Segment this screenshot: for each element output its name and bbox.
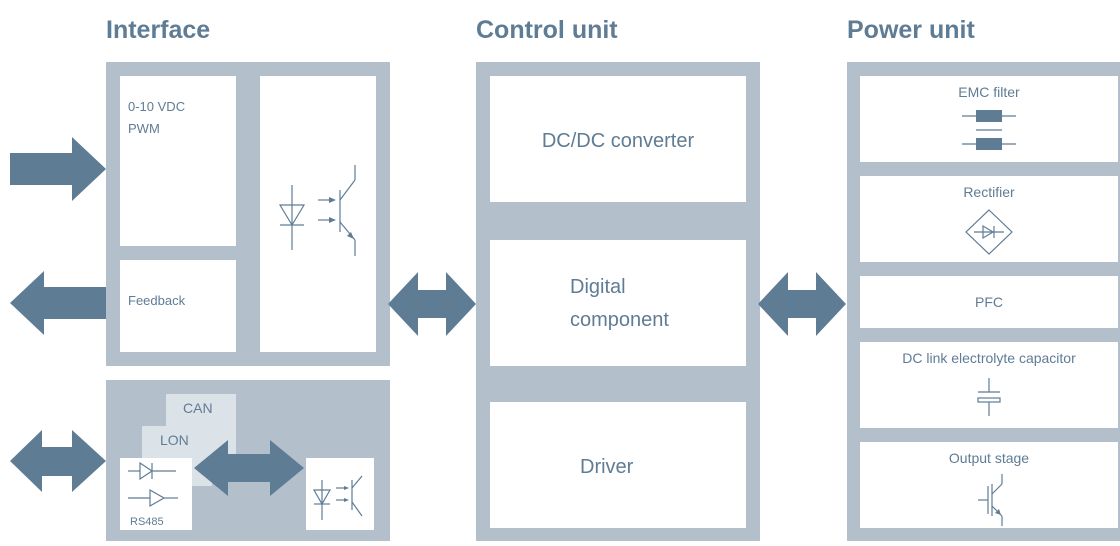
feedback-label: Feedback [128, 293, 186, 308]
emc-filter-label: EMC filter [958, 84, 1020, 100]
capacitor-icon [977, 378, 1001, 416]
heading-interface: Interface [106, 16, 210, 44]
pfc-box [860, 276, 1118, 328]
interface-control-arrow-icon [388, 272, 476, 336]
rectifier-label: Rectifier [963, 184, 1015, 200]
output-stage-box [860, 442, 1118, 528]
rs485-label: RS485 [130, 516, 164, 528]
heading-control-unit: Control unit [476, 16, 618, 44]
bus-optocoupler-box [306, 458, 374, 530]
optocoupler-icon [278, 165, 356, 256]
feedback-box [120, 260, 236, 352]
signal-label-0-10vdc: 0-10 VDC [128, 99, 185, 114]
control-power-arrow-icon [758, 272, 846, 336]
digital-label-line1: Digital [570, 276, 626, 298]
optocoupler-box [260, 76, 376, 352]
output-stage-label: Output stage [949, 450, 1029, 466]
lon-label: LON [160, 432, 189, 448]
heading-power-unit: Power unit [847, 16, 975, 44]
driver-label: Driver [580, 456, 634, 478]
emc-filter-icon [962, 110, 1016, 150]
transceiver-icon [128, 461, 178, 508]
bus-external-arrow-icon [10, 430, 106, 492]
can-label: CAN [183, 400, 213, 416]
input-arrow-right-icon [10, 137, 106, 201]
dcdc-converter-box [490, 76, 746, 202]
digital-component-box [490, 240, 746, 366]
pfc-label: PFC [975, 294, 1003, 310]
bus-bidirectional-arrow-icon [194, 440, 304, 496]
signal-input-box [120, 76, 236, 246]
dcdc-converter-label: DC/DC converter [542, 130, 695, 152]
output-arrow-left-icon [10, 271, 106, 335]
rectifier-bridge-icon [965, 209, 1013, 255]
rectifier-box [860, 176, 1118, 262]
igbt-icon [978, 474, 1003, 526]
dc-link-capacitor-label: DC link electrolyte capacitor [902, 350, 1076, 366]
optocoupler-small-icon [312, 475, 363, 520]
signal-label-pwm: PWM [128, 121, 160, 136]
digital-label-line2: component [570, 309, 669, 331]
driver-box [490, 402, 746, 528]
